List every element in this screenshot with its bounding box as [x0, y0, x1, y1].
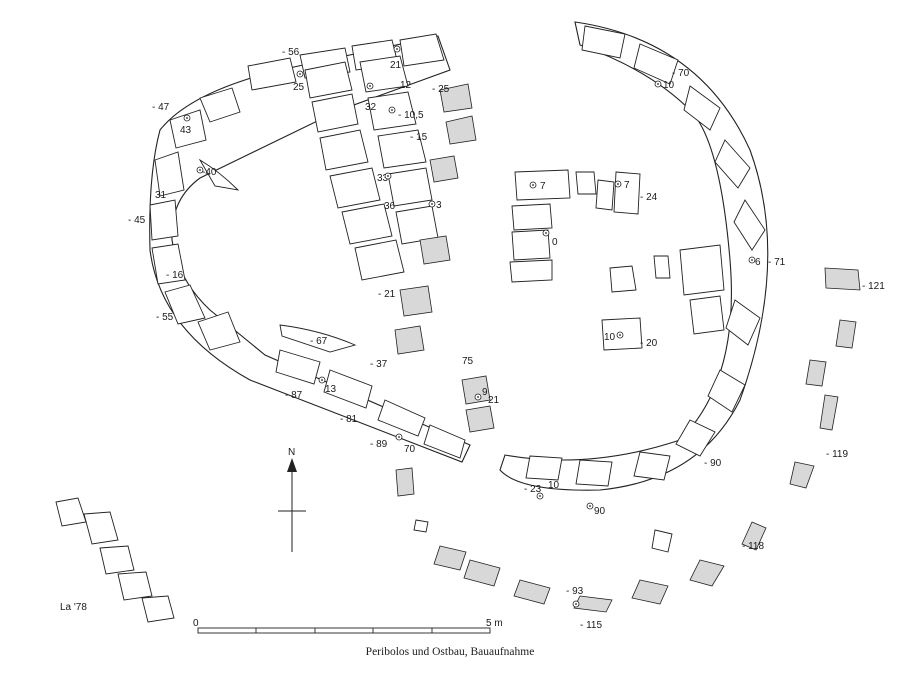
elevation-label: - 119: [826, 449, 848, 460]
elevation-label: - 115: [580, 620, 602, 631]
elevation-label: 90: [594, 506, 606, 517]
scale-start-label: 0: [193, 618, 199, 629]
elevation-label: - 118: [742, 541, 764, 552]
elevation-label: 21: [488, 395, 500, 406]
elevation-label: 10: [548, 480, 560, 491]
elevation-label: - 25: [432, 84, 450, 95]
north-arrow: N: [278, 447, 306, 552]
elevation-label: 31: [155, 190, 167, 201]
elevation-label: - 15: [410, 132, 428, 143]
elevation-label: 43: [180, 125, 192, 136]
ostbau-wall: [499, 21, 769, 491]
elevation-label: - 24: [640, 192, 658, 203]
elevation-labels: - 56 21 25 - 47 43 32 12 - 10,5 - 25 - 1…: [128, 47, 885, 631]
elevation-label: - 37: [370, 359, 388, 370]
peribolos-wall: [149, 33, 471, 463]
elevation-label: 21: [390, 60, 402, 71]
elevation-label: - 93: [566, 586, 584, 597]
elevation-label: - 45: [128, 215, 146, 226]
north-label: N: [288, 447, 295, 458]
elevation-label: -40: [202, 167, 217, 178]
elevation-label: 75: [462, 356, 474, 367]
elevation-label: - 89: [370, 439, 388, 450]
southwest-fragment: [55, 497, 175, 623]
elevation-label: 12: [400, 80, 412, 91]
drawing-signature: La '78: [60, 602, 87, 613]
elevation-label: 7: [540, 181, 546, 192]
elevation-label: 10: [663, 80, 675, 91]
elevation-label: 13: [325, 384, 337, 395]
elevation-label: 70: [404, 444, 416, 455]
outer-arcs: [413, 267, 861, 613]
elevation-label: - 55: [156, 312, 174, 323]
elevation-label: 7: [624, 180, 630, 191]
scale-end-label: 5 m: [486, 618, 503, 629]
elevation-label: - 23: [524, 484, 542, 495]
elevation-label: - 70: [672, 68, 690, 79]
elevation-label: - 87: [285, 390, 303, 401]
elevation-label: - 71: [768, 257, 786, 268]
elevation-label: - 56: [282, 47, 300, 58]
elevation-label: 36: [384, 201, 396, 212]
scale-bar: 0 5 m: [193, 618, 503, 634]
cross-wall-stones: [304, 55, 495, 497]
elevation-label: 25: [293, 82, 305, 93]
figure-caption: Peribolos und Ostbau, Bauaufnahme: [366, 646, 535, 658]
elevation-label: 33: [377, 173, 389, 184]
elevation-label: 32: [365, 102, 377, 113]
elevation-label: 9: [482, 387, 488, 398]
elevation-label: - 121: [862, 281, 885, 292]
elevation-label: 10: [604, 332, 616, 343]
elevation-label: - 81: [340, 414, 358, 425]
elevation-label: - 20: [640, 338, 658, 349]
elevation-label: - 16: [166, 270, 184, 281]
elevation-label: - 47: [152, 102, 170, 113]
elevation-label: 0: [552, 237, 558, 248]
elevation-label: 6: [755, 257, 761, 268]
elevation-label: - 90: [704, 458, 722, 469]
elevation-label: - 67: [310, 336, 328, 347]
elevation-label: 3: [436, 200, 442, 211]
elevation-label: - 10,5: [398, 110, 424, 121]
elevation-label: - 21: [378, 289, 396, 300]
survey-points: [183, 45, 756, 608]
